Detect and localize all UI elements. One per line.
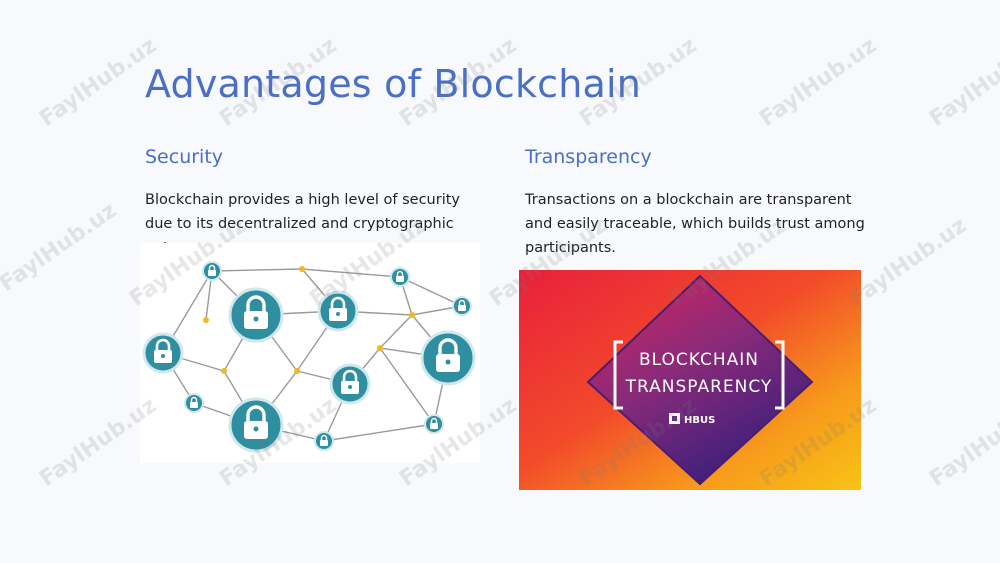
network-yellow-nodes — [203, 266, 415, 374]
watermark: FaylHub.uz — [925, 393, 1000, 492]
lock-icon — [314, 431, 334, 451]
lock-icon — [420, 330, 476, 386]
blockchain-network-image — [140, 243, 480, 463]
watermark: FaylHub.uz — [925, 33, 1000, 132]
lock-icon — [452, 296, 472, 316]
lock-icon — [424, 414, 444, 434]
transparency-heading: Transparency — [525, 146, 652, 168]
lock-icon — [329, 363, 371, 405]
lock-icon — [142, 332, 184, 374]
lock-icon — [390, 267, 410, 287]
watermark: FaylHub.uz — [755, 33, 882, 132]
bracket-frame — [613, 340, 785, 410]
transparency-text: Transactions on a blockchain are transpa… — [525, 192, 865, 256]
lock-icon — [228, 397, 284, 453]
transparency-line2: TRANSPARENCY — [625, 377, 773, 397]
lock-nodes — [142, 261, 476, 453]
security-text: Blockchain provides a high level of secu… — [145, 192, 460, 246]
slide-title: Advantages of Blockchain — [145, 62, 642, 106]
hbus-logo-icon — [669, 413, 680, 424]
security-heading: Security — [145, 146, 224, 168]
lock-icon — [228, 287, 284, 343]
transparency-line1: BLOCKCHAIN — [639, 350, 759, 370]
blockchain-transparency-image: BLOCKCHAIN TRANSPARENCY HBUS — [519, 270, 861, 490]
watermark: FaylHub.uz — [0, 198, 122, 297]
hbus-brand: HBUS — [684, 415, 715, 426]
lock-icon — [202, 261, 222, 281]
lock-icon — [184, 393, 204, 413]
watermark: FaylHub.uz — [35, 33, 162, 132]
lock-icon — [317, 290, 359, 332]
diamond-shape — [586, 274, 814, 486]
